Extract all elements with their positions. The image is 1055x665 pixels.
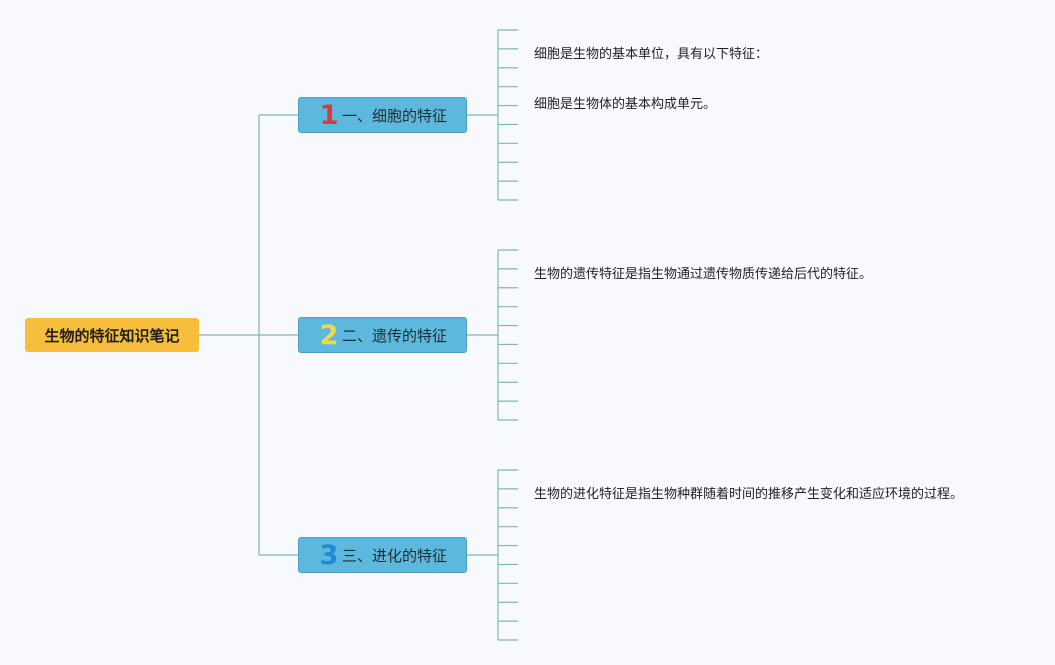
branch-topic-heredity[interactable]: 2 二、遗传的特征 bbox=[298, 317, 467, 353]
branch-topic-evolution[interactable]: 3 三、进化的特征 bbox=[298, 537, 467, 573]
detail-text[interactable]: 细胞是生物体的基本构成单元。 bbox=[534, 97, 717, 112]
root-topic-label: 生物的特征知识笔记 bbox=[44, 326, 180, 345]
branch-topic-cell[interactable]: 1 一、细胞的特征 bbox=[298, 97, 467, 133]
number-2-icon: 2 bbox=[319, 319, 339, 351]
detail-text[interactable]: 生物的遗传特征是指生物通过遗传物质传递给后代的特征。 bbox=[534, 267, 873, 282]
branch-label: 二、遗传的特征 bbox=[342, 326, 448, 345]
detail-text[interactable]: 细胞是生物的基本单位，具有以下特征： bbox=[534, 47, 769, 62]
number-3-icon: 3 bbox=[319, 539, 339, 571]
detail-text[interactable]: 生物的进化特征是指生物种群随着时间的推移产生变化和适应环境的过程。 bbox=[534, 487, 964, 502]
branch-label: 三、进化的特征 bbox=[342, 546, 448, 565]
branch-label: 一、细胞的特征 bbox=[342, 106, 448, 125]
root-topic[interactable]: 生物的特征知识笔记 bbox=[25, 318, 199, 352]
number-1-icon: 1 bbox=[319, 99, 339, 131]
